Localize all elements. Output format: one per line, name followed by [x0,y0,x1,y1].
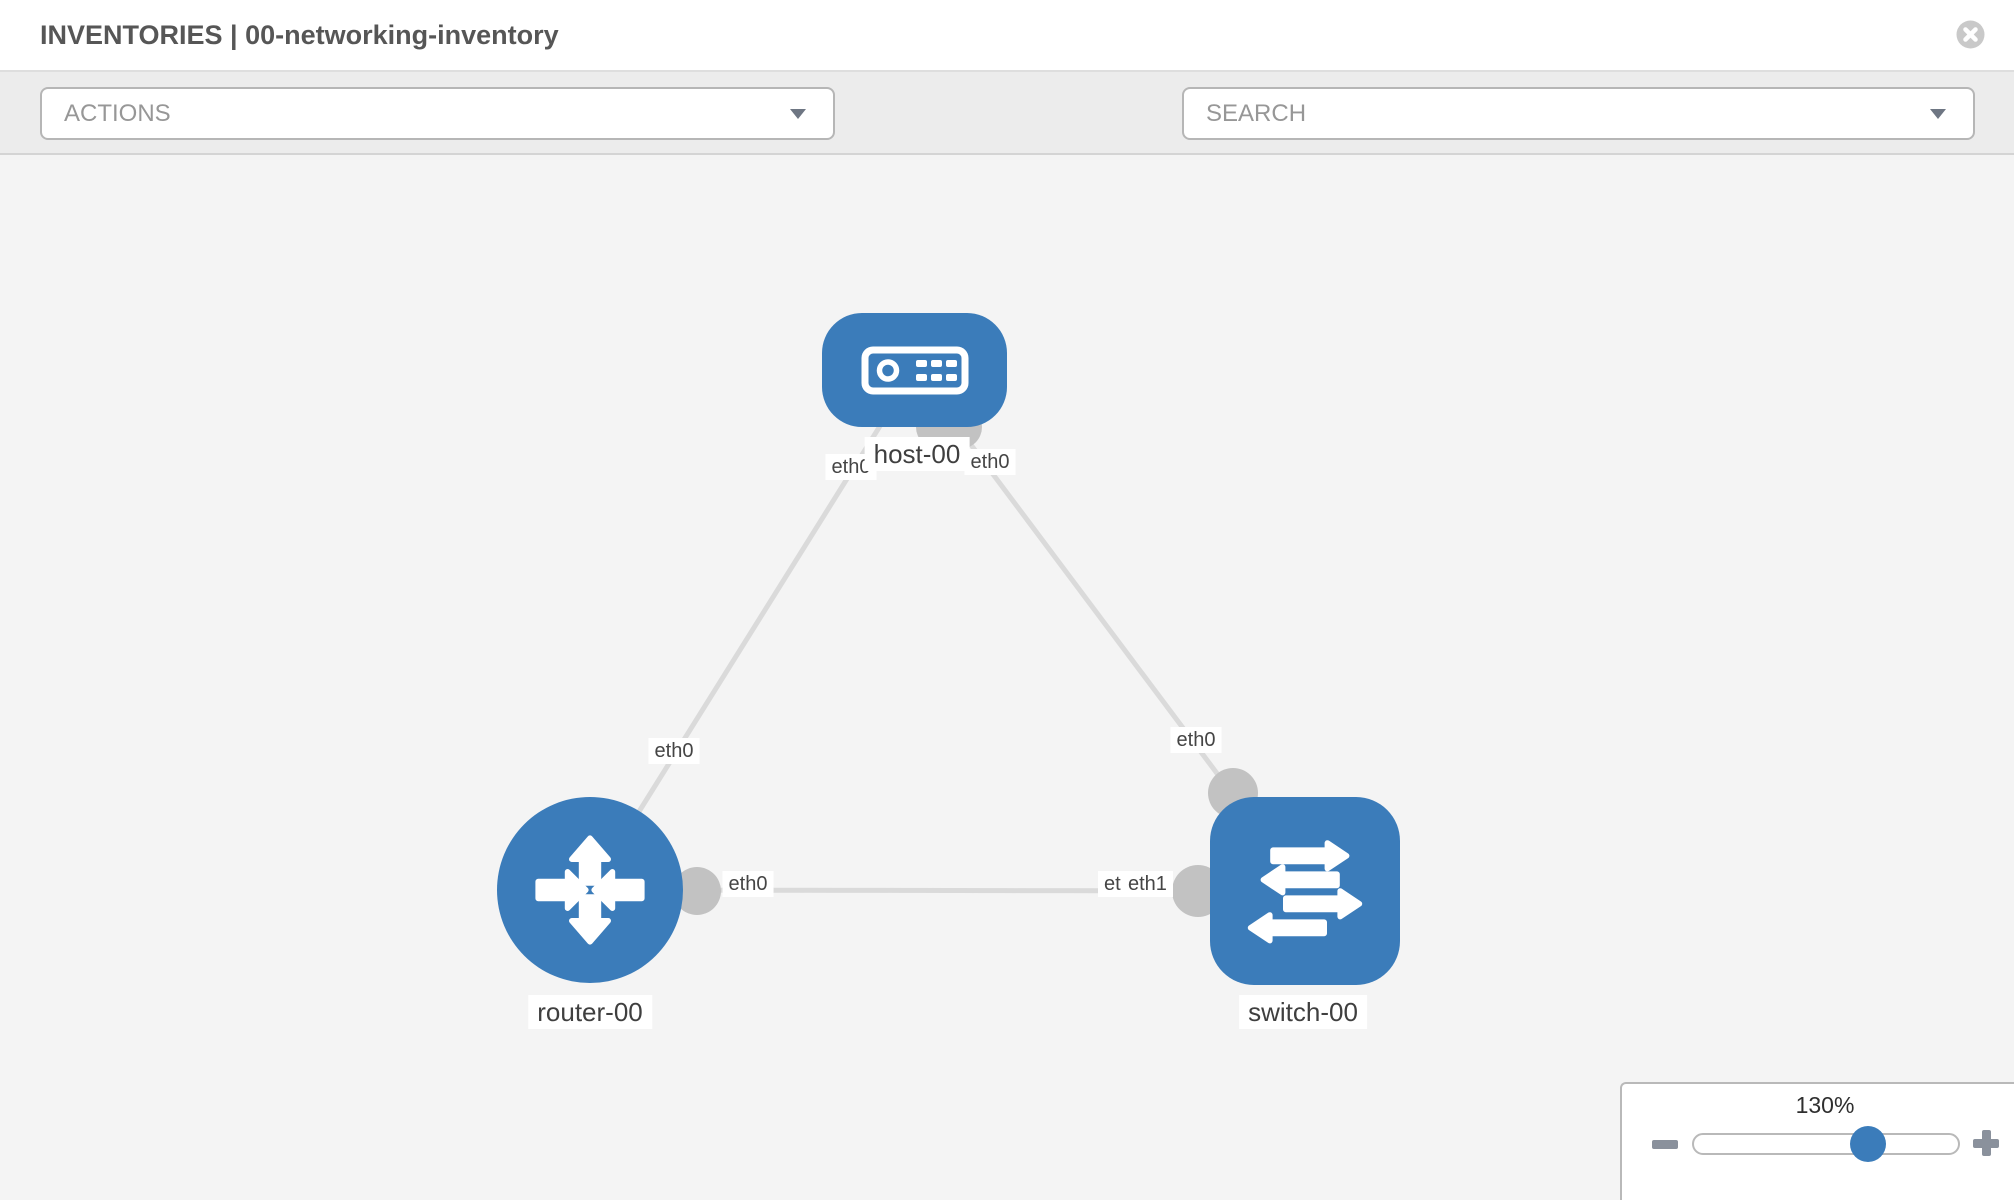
search-placeholder: SEARCH [1206,100,1307,127]
interface-label: eth0 [722,871,774,897]
interface-label: eth0 [1170,727,1222,753]
node-host-00[interactable] [822,313,1007,427]
switch-icon [1247,840,1363,944]
page-title: INVENTORIES | 00-networking-inventory [40,20,559,50]
node-label-host-00: host-00 [864,437,970,471]
connector-dot [673,867,721,915]
zoom-out-button[interactable] [1652,1136,1678,1153]
actions-dropdown-label: ACTIONS [64,100,171,127]
zoom-slider[interactable] [1692,1126,1960,1162]
node-label-router-00: router-00 [528,995,652,1029]
topology-links-layer [587,368,1308,917]
chevron-down-icon [790,109,806,119]
chevron-down-icon [1930,109,1946,119]
zoom-in-button[interactable] [1972,1129,2000,1157]
interface-label: eth1 [1122,871,1173,897]
interface-label: eth0 [964,449,1016,475]
node-router-00[interactable] [497,797,683,983]
minus-icon [1652,1140,1678,1149]
node-switch-00[interactable] [1210,797,1400,985]
router-icon [535,835,645,945]
toolbar: ACTIONS SEARCH [0,72,2014,205]
close-icon [1956,20,1985,49]
host-icon [861,346,969,395]
titlebar: INVENTORIES | 00-networking-inventory [0,0,2014,72]
zoom-level-value: 130% [1795,1092,1855,1118]
zoom-panel: 130% [1620,1082,2014,1200]
close-button[interactable] [1956,20,1985,49]
plus-icon [1981,1130,1991,1156]
interface-label: eth0 [648,738,700,764]
search-dropdown[interactable]: SEARCH [1182,87,1975,140]
zoom-slider-thumb[interactable] [1850,1126,1886,1162]
node-label-switch-00: switch-00 [1239,995,1367,1029]
actions-dropdown[interactable]: ACTIONS [40,87,835,140]
topology-canvas[interactable]: host-00 router-00 switch-00 eth0 eth0 et… [0,155,2014,1200]
